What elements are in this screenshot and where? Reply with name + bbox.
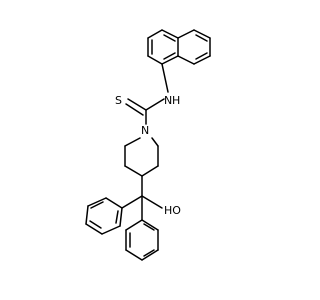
molecule-structure: N H S N HO — [85, 29, 211, 261]
central-left-phenyl-bond — [121, 195, 143, 209]
lower-phenyl-ring — [125, 219, 159, 261]
hydroxyl-label: HO — [164, 204, 181, 217]
piperidine-ring — [124, 137, 159, 177]
naphthalene-ring — [147, 29, 211, 65]
sulfur-label: S — [115, 94, 122, 107]
thione-bond-2 — [125, 103, 144, 116]
nh-carbon-bond — [145, 98, 165, 111]
piperidine-n-label: N — [141, 124, 149, 137]
diagram-canvas: N H S N HO — [85, 29, 211, 261]
left-phenyl-ring — [85, 197, 123, 235]
thione-bond-1 — [127, 98, 147, 111]
amine-n-label: N — [164, 94, 172, 107]
amine-h-label: H — [172, 94, 180, 107]
central-oh-bond — [141, 195, 163, 209]
naphthyl-nh-bond — [161, 63, 169, 93]
